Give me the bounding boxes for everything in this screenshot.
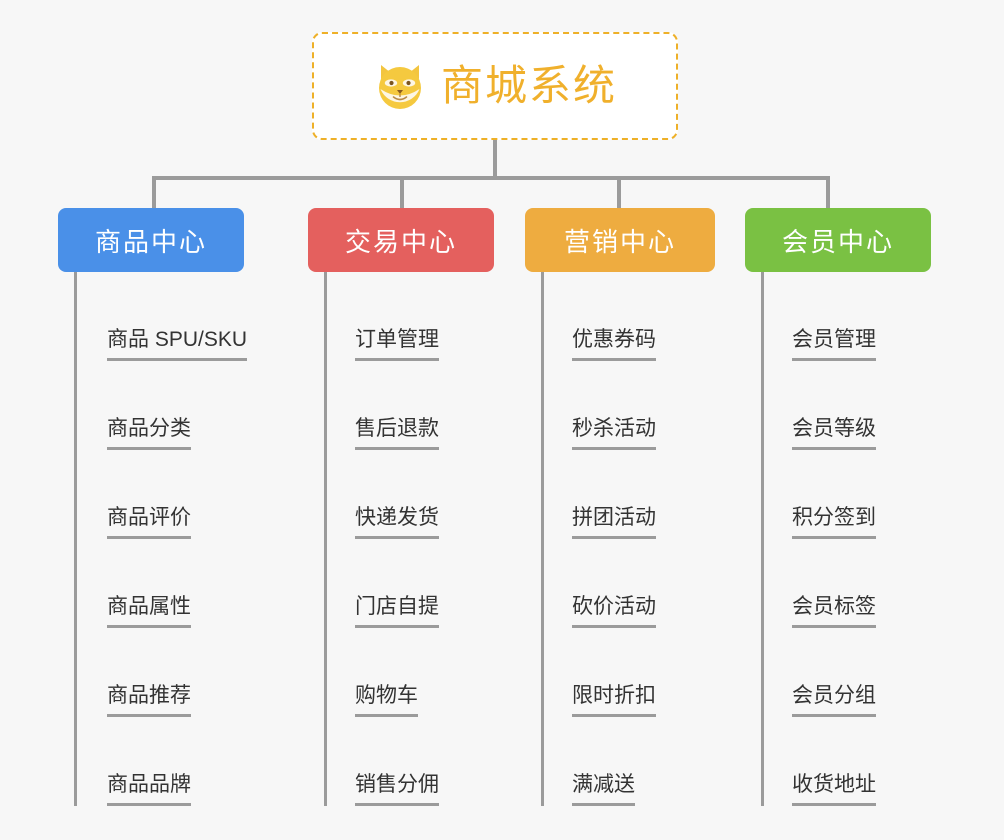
leaf-label: 快递发货 [355,506,439,539]
branch-leaf-list-4: 会员管理 会员等级 积分签到 会员标签 会员分组 收货地址 [761,272,931,806]
leaf-item[interactable]: 会员标签 [764,539,931,628]
leaf-item[interactable]: 门店自提 [327,539,494,628]
leaf-label: 商品分类 [107,417,191,450]
branch-column-2: 交易中心 订单管理 售后退款 快递发货 门店自提 购物车 销售分佣 [308,208,494,806]
leaf-label: 商品 SPU/SKU [107,328,248,361]
leaf-label: 砍价活动 [572,595,656,628]
branch-column-1: 商品中心 商品 SPU/SKU 商品分类 商品评价 商品属性 商品推荐 商品品牌 [58,208,248,806]
leaf-item[interactable]: 会员管理 [764,272,931,361]
connector-bus-bar [152,176,830,180]
leaf-label: 销售分佣 [355,773,439,806]
connector-root-stem [493,140,497,179]
branch-header-2[interactable]: 交易中心 [308,208,494,272]
leaf-item[interactable]: 积分签到 [764,450,931,539]
leaf-label: 优惠券码 [572,328,656,361]
branch-column-4: 会员中心 会员管理 会员等级 积分签到 会员标签 会员分组 收货地址 [745,208,931,806]
branch-header-4[interactable]: 会员中心 [745,208,931,272]
leaf-item[interactable]: 砍价活动 [544,539,715,628]
dog-face-icon [373,59,427,113]
branch-header-1[interactable]: 商品中心 [58,208,244,272]
leaf-item[interactable]: 售后退款 [327,361,494,450]
leaf-item[interactable]: 商品评价 [77,450,244,539]
connector-drop-4 [826,176,830,208]
leaf-label: 会员管理 [792,328,876,361]
branch-leaf-list-3: 优惠券码 秒杀活动 拼团活动 砍价活动 限时折扣 满减送 [541,272,715,806]
leaf-item[interactable]: 秒杀活动 [544,361,715,450]
leaf-label: 收货地址 [792,773,876,806]
branch-column-3: 营销中心 优惠券码 秒杀活动 拼团活动 砍价活动 限时折扣 满减送 [525,208,715,806]
leaf-label: 拼团活动 [572,506,656,539]
leaf-item[interactable]: 拼团活动 [544,450,715,539]
branch-header-3[interactable]: 营销中心 [525,208,715,272]
leaf-label: 购物车 [355,684,418,717]
leaf-label: 售后退款 [355,417,439,450]
branch-leaf-list-1: 商品 SPU/SKU 商品分类 商品评价 商品属性 商品推荐 商品品牌 [74,272,248,806]
leaf-label: 订单管理 [355,328,439,361]
root-title: 商城系统 [440,62,617,109]
leaf-item[interactable]: 限时折扣 [544,628,715,717]
connector-drop-3 [617,176,621,208]
leaf-label: 商品属性 [107,595,191,628]
leaf-label: 满减送 [572,773,635,806]
leaf-item[interactable]: 商品分类 [77,361,244,450]
leaf-item[interactable]: 销售分佣 [327,717,494,806]
connector-drop-1 [152,176,156,208]
leaf-item[interactable]: 会员分组 [764,628,931,717]
leaf-item[interactable]: 商品属性 [77,539,244,628]
leaf-label: 积分签到 [792,506,876,539]
leaf-label: 商品评价 [107,506,191,539]
leaf-label: 会员分组 [792,684,876,717]
leaf-item[interactable]: 满减送 [544,717,715,806]
leaf-item[interactable]: 商品推荐 [77,628,244,717]
leaf-label: 秒杀活动 [572,417,656,450]
leaf-item[interactable]: 会员等级 [764,361,931,450]
branch-leaf-list-2: 订单管理 售后退款 快递发货 门店自提 购物车 销售分佣 [324,272,494,806]
leaf-item[interactable]: 快递发货 [327,450,494,539]
leaf-item[interactable]: 商品品牌 [77,717,244,806]
leaf-item[interactable]: 商品 SPU/SKU [77,272,248,361]
leaf-item[interactable]: 订单管理 [327,272,494,361]
leaf-item[interactable]: 购物车 [327,628,494,717]
leaf-label: 商品推荐 [107,684,191,717]
leaf-label: 限时折扣 [572,684,656,717]
leaf-item[interactable]: 优惠券码 [544,272,715,361]
leaf-label: 会员标签 [792,595,876,628]
leaf-item[interactable]: 收货地址 [764,717,931,806]
leaf-label: 商品品牌 [107,773,191,806]
root-node[interactable]: 商城系统 [312,32,678,140]
leaf-label: 门店自提 [355,595,439,628]
connector-drop-2 [400,176,404,208]
leaf-label: 会员等级 [792,417,876,450]
